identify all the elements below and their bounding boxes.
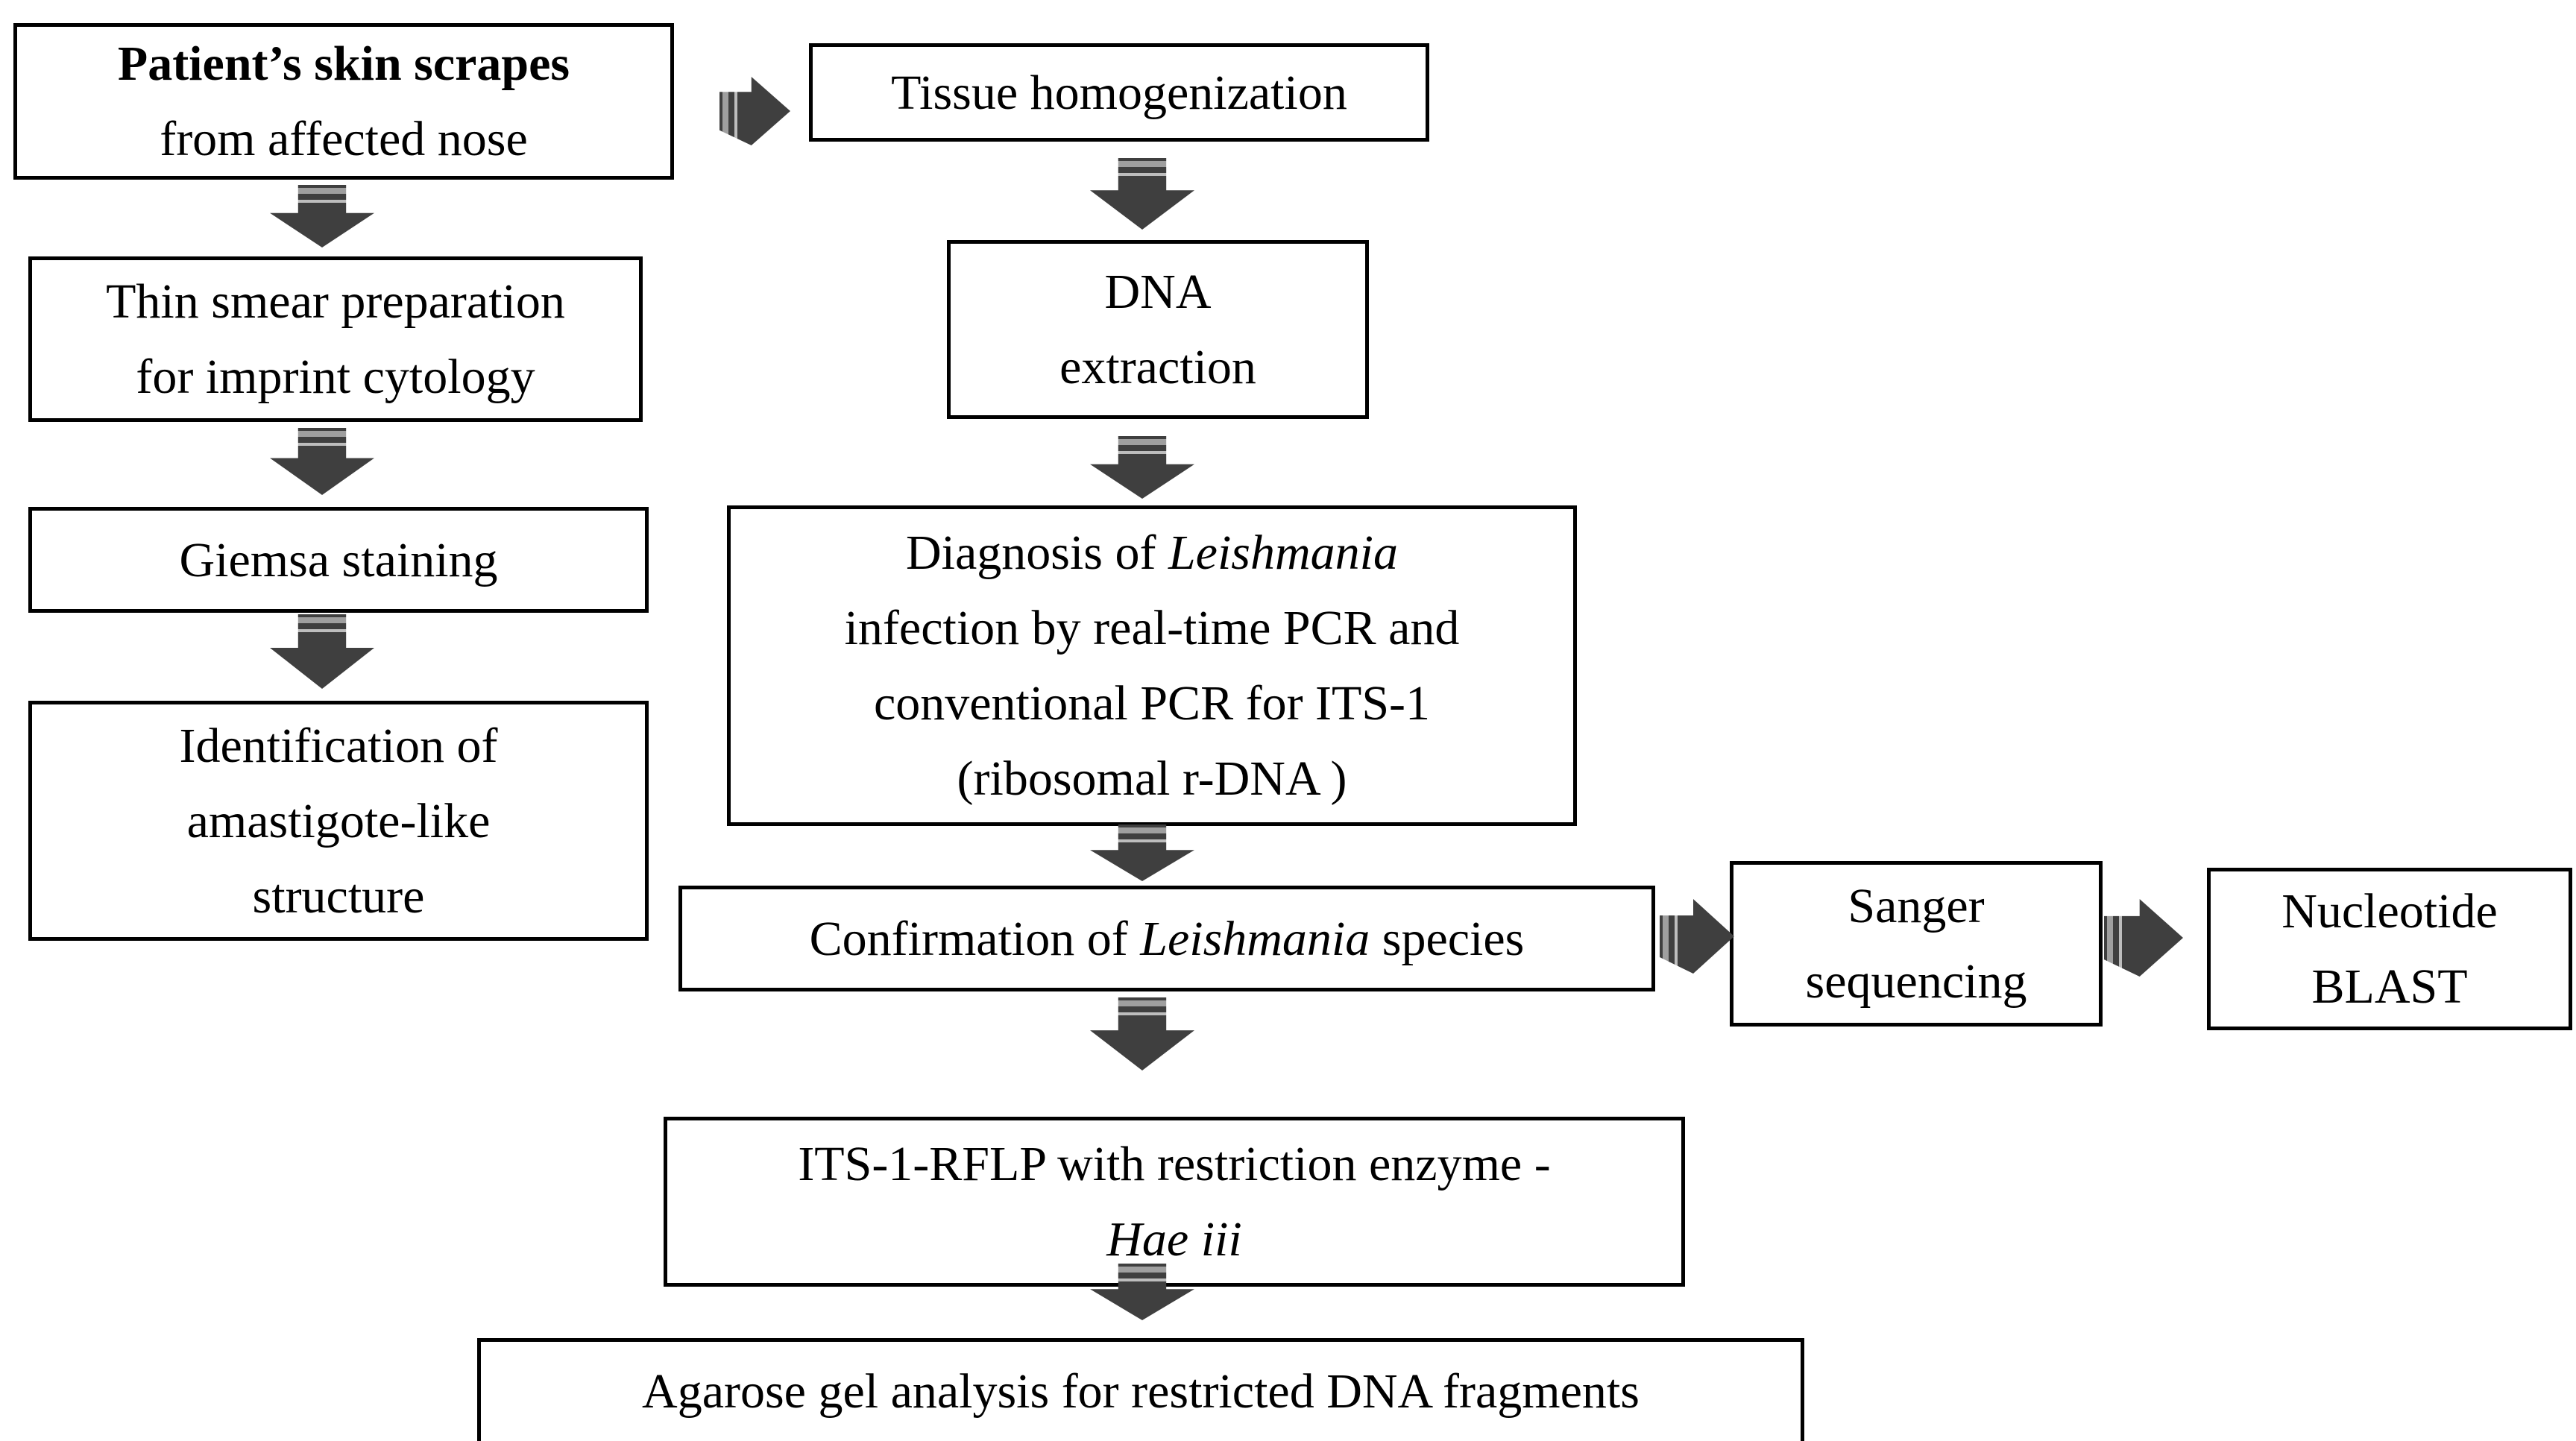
rflp-line1: ITS-1-RFLP with restriction enzyme - <box>798 1137 1551 1191</box>
confirmation-line: Confirmation of Leishmania species <box>810 901 1525 977</box>
diagnosis-line1: Diagnosis of Leishmania <box>906 515 1398 590</box>
box-giemsa-staining: Giemsa staining <box>28 507 649 613</box>
diagnosis-line1-pre: Diagnosis of <box>905 526 1168 580</box>
arrow-right-sanger-to-blast-icon <box>2104 899 2183 977</box>
identification-line2: amastigote-like <box>186 793 491 848</box>
agarose-label: Agarose gel analysis for restricted DNA … <box>642 1364 1640 1419</box>
diagnosis-line3: conventional PCR for ITS-1 <box>873 676 1431 731</box>
thin-smear-line2: for imprint cytology <box>136 350 535 404</box>
tissue-label: Tissue homogenization <box>891 65 1347 120</box>
sanger-line2: sequencing <box>1805 954 2027 1009</box>
sanger-line1: Sanger <box>1848 879 1985 933</box>
dna-line1: DNA <box>1104 265 1212 319</box>
box-thin-smear-preparation: Thin smear preparation for imprint cytol… <box>28 256 643 422</box>
arrow-down-giemsa-to-identification-icon <box>270 614 374 689</box>
box-sanger-sequencing: Sanger sequencing <box>1730 861 2103 1027</box>
box-dna-extraction: DNA extraction <box>947 240 1369 419</box>
confirmation-post: species <box>1370 911 1525 966</box>
diagnosis-line1-italic: Leishmania <box>1168 526 1398 580</box>
arrow-down-diagnosis-to-confirmation-icon <box>1090 824 1194 881</box>
box-diagnosis-leishmania-pcr: Diagnosis of Leishmania infection by rea… <box>727 505 1577 826</box>
arrow-right-confirmation-to-sanger-icon <box>1660 899 1734 974</box>
diagnosis-line4: (ribosomal r-DNA ) <box>957 751 1347 806</box>
arrow-down-patient-to-thin-smear-icon <box>270 185 374 247</box>
giemsa-label: Giemsa staining <box>179 532 498 587</box>
blast-line1: Nucleotide <box>2281 884 2498 939</box>
dna-line2: extraction <box>1059 340 1256 394</box>
arrow-down-confirmation-to-rflp-icon <box>1090 997 1194 1070</box>
identification-line1: Identification of <box>179 718 498 773</box>
box-tissue-homogenization: Tissue homogenization <box>809 43 1429 142</box>
blast-line2: BLAST <box>2311 959 2468 1014</box>
arrow-down-tissue-to-dna-icon <box>1090 158 1194 230</box>
confirmation-italic: Leishmania <box>1140 911 1370 966</box>
box-patient-skin-scrapes: Patient’s skin scrapes from affected nos… <box>13 23 674 180</box>
diagnosis-line2: infection by real-time PCR and <box>844 601 1460 655</box>
arrow-right-patient-to-tissue-icon <box>719 77 790 145</box>
box-nucleotide-blast: Nucleotide BLAST <box>2207 868 2572 1030</box>
box-its1-rflp-haeiii: ITS-1-RFLP with restriction enzyme - Hae… <box>664 1117 1685 1287</box>
box-identification-amastigote: Identification of amastigote-like struct… <box>28 701 649 941</box>
rflp-line2: Hae iii <box>1106 1212 1242 1267</box>
thin-smear-line1: Thin smear preparation <box>106 274 565 329</box>
box-agarose-gel-analysis: Agarose gel analysis for restricted DNA … <box>477 1338 1804 1441</box>
arrow-down-dna-to-diagnosis-icon <box>1090 436 1194 499</box>
box-confirmation-leishmania-species: Confirmation of Leishmania species <box>678 886 1655 991</box>
confirmation-pre: Confirmation of <box>809 911 1141 966</box>
identification-line3: structure <box>252 868 425 924</box>
arrow-down-thin-smear-to-giemsa-icon <box>270 428 374 495</box>
patient-line2: from affected nose <box>160 112 528 166</box>
patient-line1: Patient’s skin scrapes <box>117 37 570 91</box>
